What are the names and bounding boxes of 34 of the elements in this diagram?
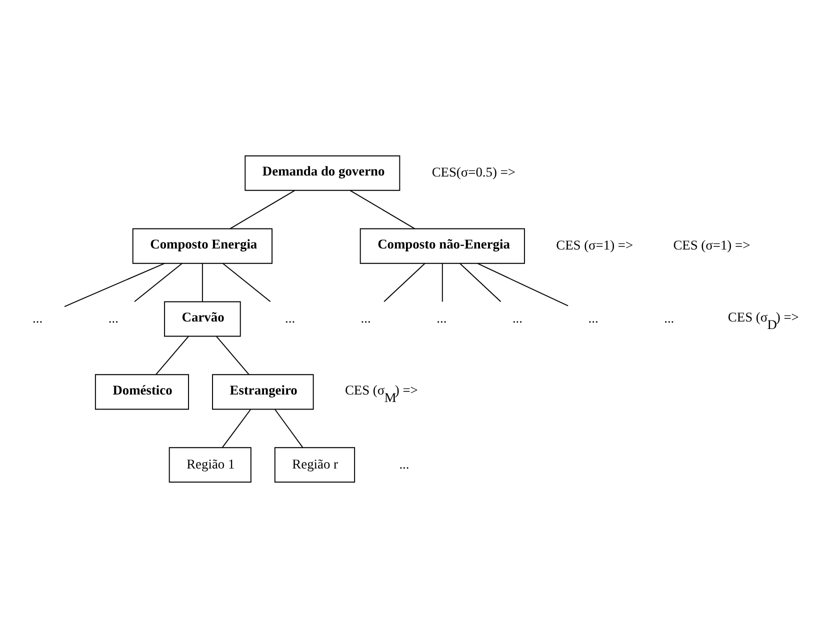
- node-text: ...: [360, 310, 371, 326]
- connector: [460, 262, 502, 302]
- label: CES (σ=1) =>: [556, 237, 634, 252]
- connector: [384, 262, 426, 302]
- node-text: ...: [436, 310, 447, 326]
- connector: [230, 190, 296, 229]
- connector: [442, 262, 443, 302]
- node-box: Carvão: [164, 300, 241, 336]
- label: CES(σ=0.5) =>: [432, 164, 516, 180]
- node-box: Composto Energia: [132, 228, 273, 264]
- connector: [350, 190, 416, 229]
- node-box: Doméstico: [94, 374, 190, 410]
- connector: [202, 262, 203, 302]
- connector: [64, 262, 165, 307]
- connector: [477, 262, 569, 306]
- node-text: ...: [108, 310, 118, 326]
- label: ...: [664, 310, 674, 326]
- connector: [216, 335, 250, 375]
- connector: [134, 262, 182, 302]
- node-text: ...: [512, 310, 523, 326]
- connector: [274, 408, 304, 448]
- label: ...: [399, 456, 410, 471]
- node-box: Estrangeiro: [212, 374, 314, 410]
- node-box: Região 1: [168, 446, 252, 482]
- label: CES (σ=1) =>: [673, 237, 750, 252]
- node-text: ...: [588, 310, 598, 326]
- connector: [222, 408, 252, 448]
- connector: [222, 262, 271, 302]
- node-box: Demanda do governo: [244, 154, 400, 190]
- node-text: ...: [32, 310, 43, 326]
- node-box: Região r: [274, 446, 356, 482]
- connector: [155, 335, 189, 375]
- node-box: Composto não-Energia: [360, 228, 525, 264]
- node-text: ...: [284, 310, 296, 326]
